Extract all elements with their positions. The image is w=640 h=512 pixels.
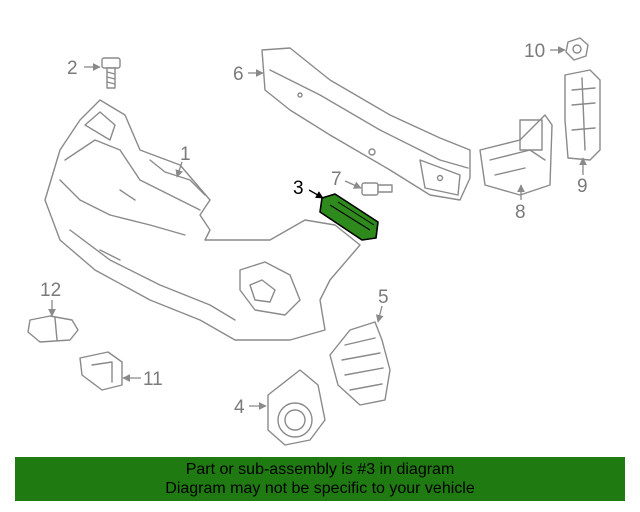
callout-2: 2 bbox=[67, 58, 78, 79]
info-banner: Part or sub-assembly is #3 in diagram Di… bbox=[15, 457, 625, 501]
sensor-holder-part-11[interactable] bbox=[79, 351, 123, 391]
grille-part-5[interactable] bbox=[329, 321, 391, 406]
banner-line-1: Part or sub-assembly is #3 in diagram bbox=[185, 461, 455, 478]
nut-part-10[interactable] bbox=[565, 37, 589, 61]
fog-lamp-bezel-part-4[interactable] bbox=[267, 369, 326, 446]
callout-3: 3 bbox=[293, 178, 304, 199]
callout-4: 4 bbox=[234, 397, 245, 418]
bracket-part-8[interactable] bbox=[479, 114, 553, 196]
callout-5: 5 bbox=[378, 287, 389, 308]
callout-8: 8 bbox=[515, 202, 526, 223]
callout-10: 10 bbox=[524, 41, 545, 62]
bolt-part-2[interactable] bbox=[101, 57, 121, 89]
callout-9: 9 bbox=[577, 176, 588, 197]
callout-11: 11 bbox=[143, 369, 163, 390]
bumper-cover-part[interactable] bbox=[44, 99, 361, 341]
leader-line-7 bbox=[344, 180, 362, 189]
callout-12: 12 bbox=[40, 280, 61, 301]
callout-6: 6 bbox=[233, 64, 244, 85]
callout-1: 1 bbox=[180, 144, 191, 165]
banner-line-2: Diagram may not be specific to your vehi… bbox=[165, 480, 475, 497]
leader-line-3 bbox=[308, 189, 324, 199]
callout-7: 7 bbox=[331, 169, 342, 190]
bumper-reinforcement-part[interactable] bbox=[261, 47, 471, 201]
bolt-part-7[interactable] bbox=[361, 182, 393, 196]
sensor-part-12[interactable] bbox=[27, 315, 79, 343]
bracket-part-9[interactable] bbox=[564, 69, 601, 161]
highlighted-bracket-part-3[interactable] bbox=[319, 193, 379, 241]
leader-line-5 bbox=[375, 305, 384, 323]
leader-line-1 bbox=[175, 161, 183, 178]
